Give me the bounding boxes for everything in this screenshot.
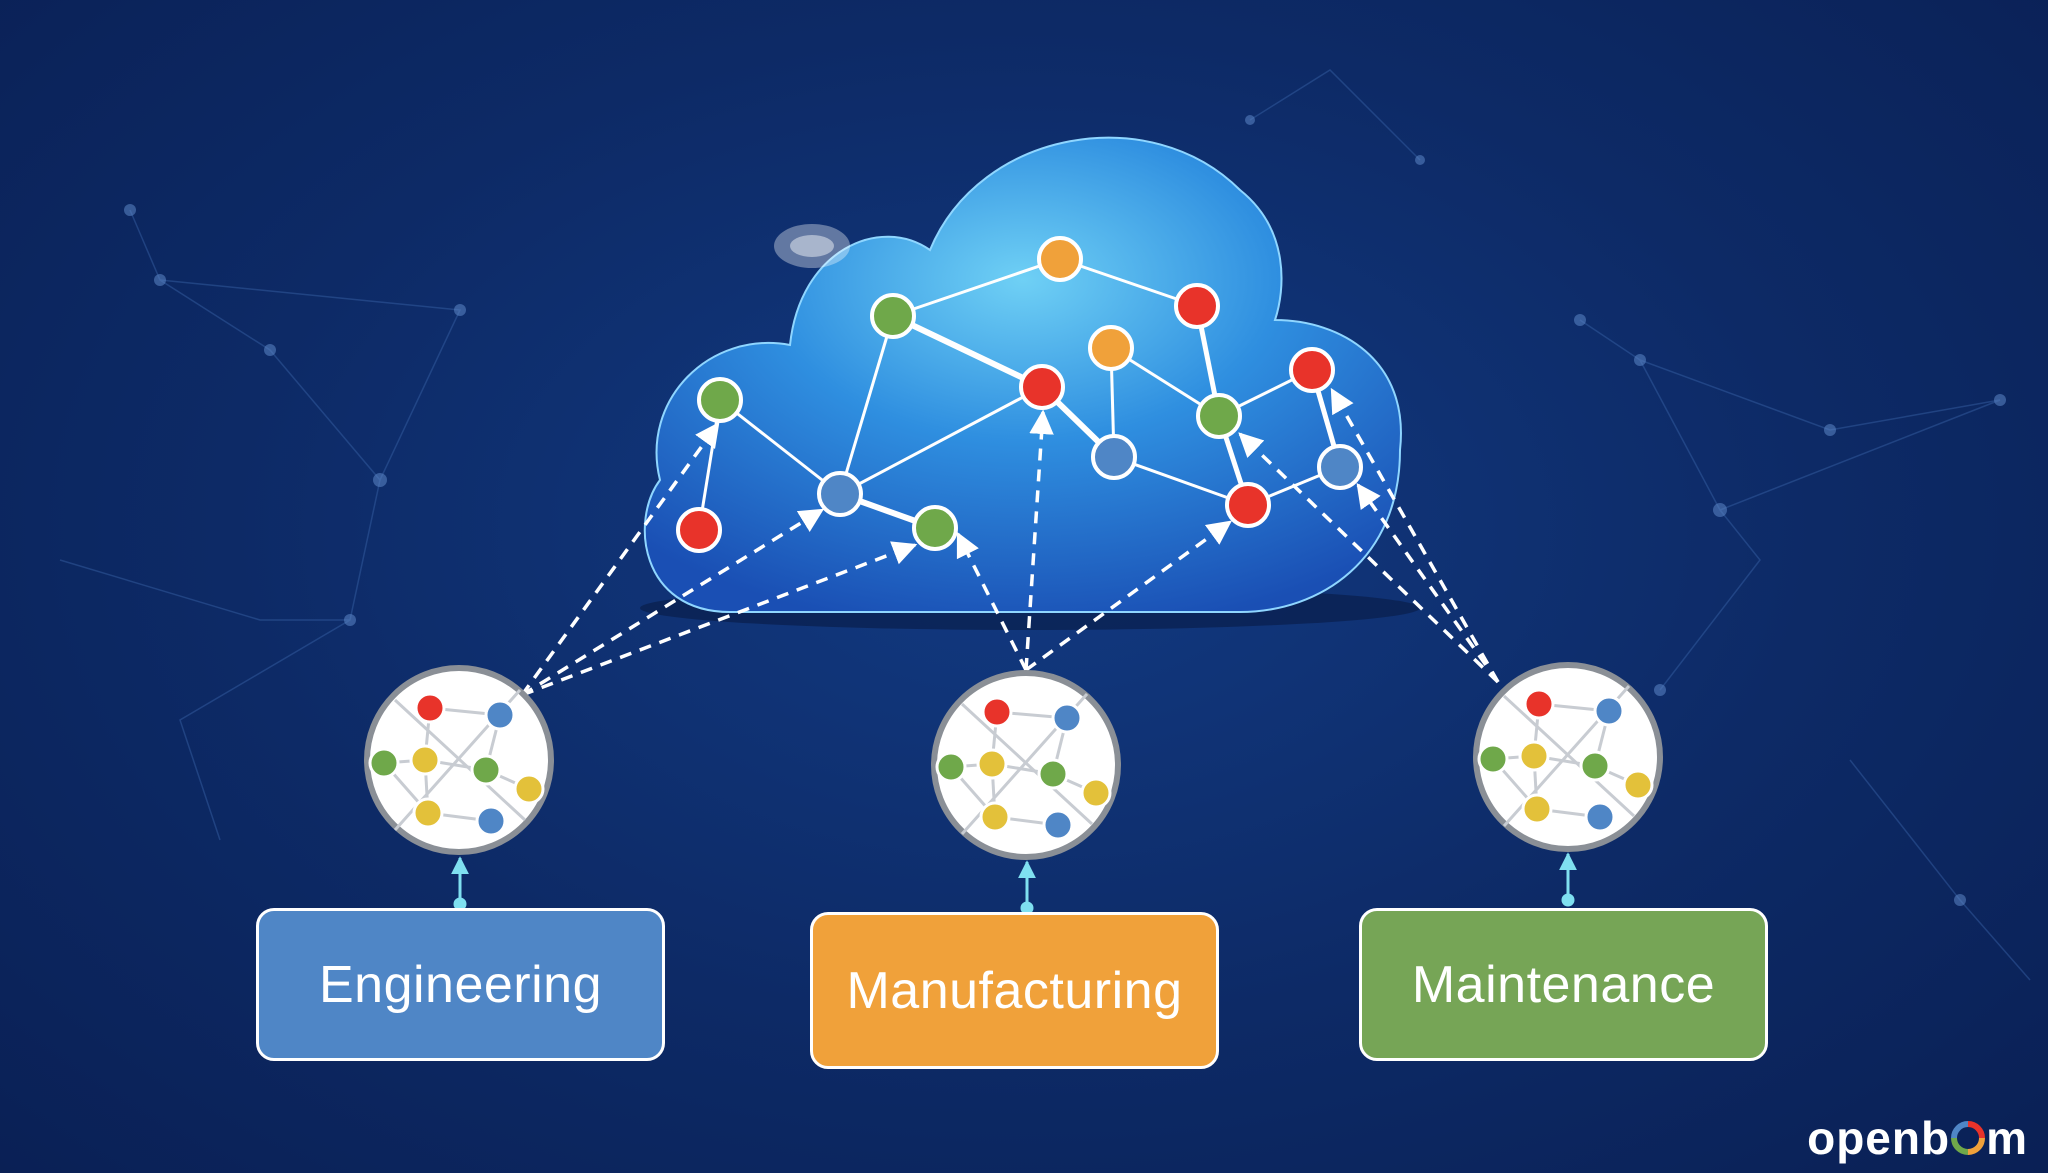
cloud-node (870, 293, 916, 339)
cloud-node (912, 505, 958, 551)
cloud-node (1019, 364, 1065, 410)
cloud-node (1091, 434, 1137, 480)
cloud-graph-nodes (676, 236, 1363, 553)
engineering-box: Engineering (256, 908, 665, 1061)
cloud-node (1289, 347, 1335, 393)
engineering-data-hub (364, 665, 554, 855)
cloud-node (1088, 325, 1134, 371)
sync-arrows (520, 387, 1500, 697)
maintenance-data-hub (1473, 662, 1663, 852)
maintenance-box: Maintenance (1359, 908, 1768, 1061)
cloud-node (1196, 393, 1242, 439)
department-connectors (451, 852, 1577, 915)
maintenance-label: Maintenance (1411, 955, 1716, 1014)
cloud-node (1174, 283, 1220, 329)
logo-text-right: m (1986, 1112, 2028, 1164)
engineering-label: Engineering (318, 955, 603, 1014)
manufacturing-box: Manufacturing (810, 912, 1219, 1069)
openbom-logo: openb m (1807, 1111, 2028, 1165)
cloud-node (1317, 444, 1363, 490)
cloud-node (817, 471, 863, 517)
manufacturing-data-hub (931, 670, 1121, 860)
background-nodes (124, 115, 2006, 906)
logo-text-left: openb (1807, 1112, 1951, 1164)
cloud-node (676, 507, 722, 553)
cloud-node (1037, 236, 1083, 282)
logo-ring-icon (1951, 1121, 1986, 1155)
cloud-node (1225, 482, 1271, 528)
manufacturing-label: Manufacturing (846, 961, 1183, 1020)
cloud-node (697, 377, 743, 423)
